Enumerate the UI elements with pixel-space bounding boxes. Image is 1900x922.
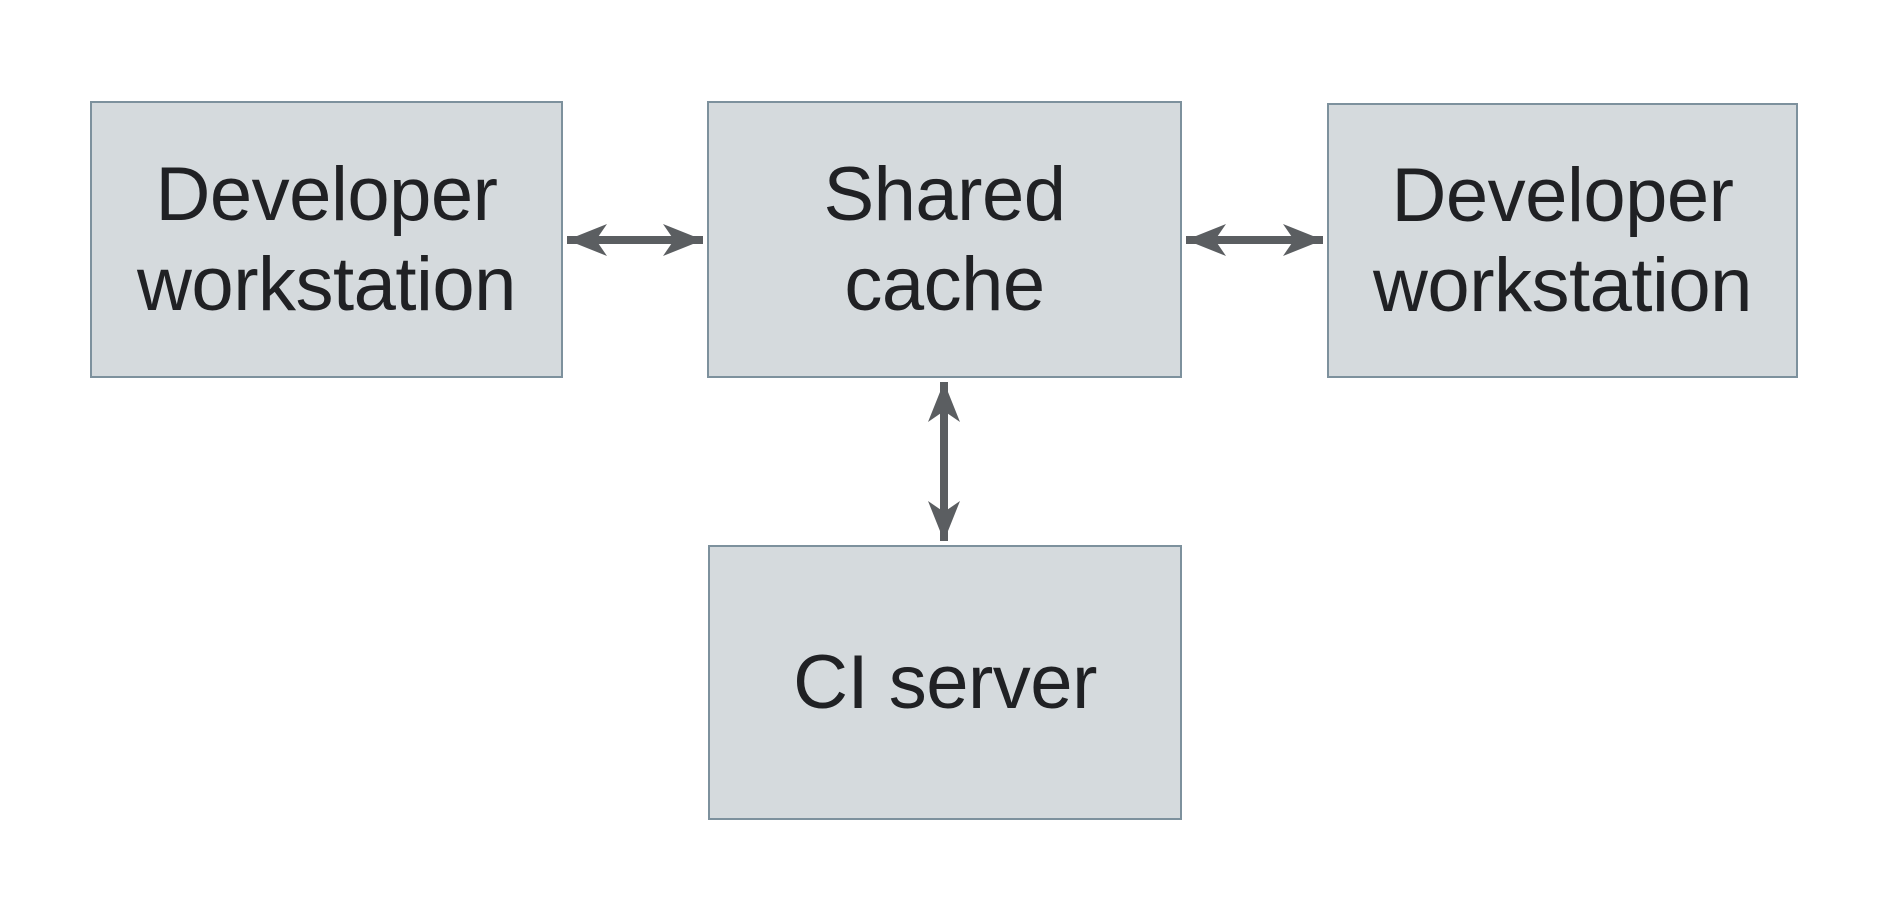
node-label-ci-server: CI server xyxy=(793,639,1097,725)
node-developer-workstation-left: Developer workstation xyxy=(90,101,563,378)
node-shared-cache: Shared cache xyxy=(707,101,1182,378)
node-label-developer-workstation-left: Developer workstation xyxy=(137,151,516,327)
node-ci-server: CI server xyxy=(708,545,1182,820)
node-label-shared-cache: Shared cache xyxy=(823,151,1066,327)
node-developer-workstation-right: Developer workstation xyxy=(1327,103,1798,378)
node-label-developer-workstation-right: Developer workstation xyxy=(1373,152,1752,328)
